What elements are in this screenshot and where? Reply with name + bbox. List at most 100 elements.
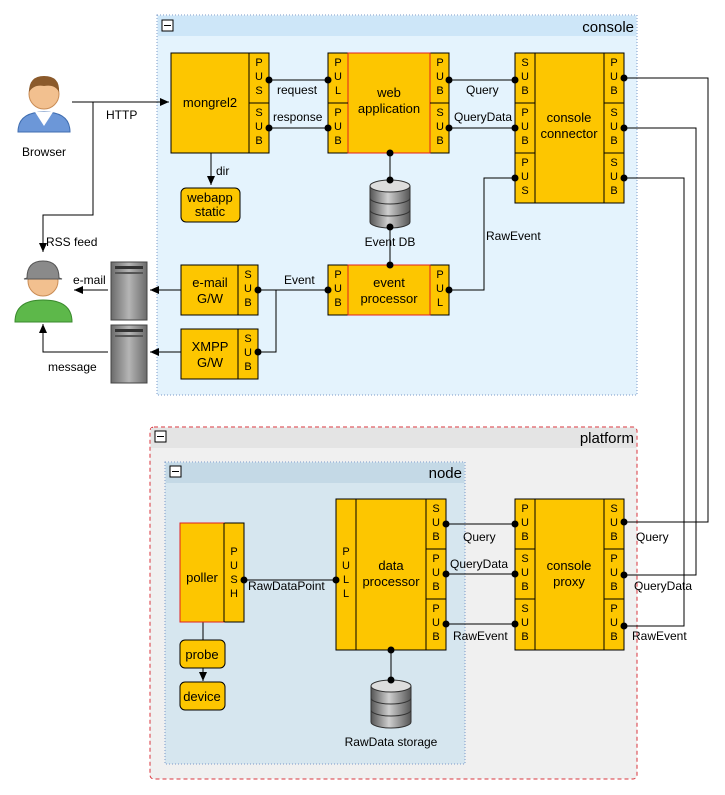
svg-text:U: U: [521, 171, 529, 183]
svg-text:S: S: [230, 574, 237, 586]
svg-text:U: U: [342, 560, 350, 572]
svg-text:P: P: [334, 107, 341, 119]
data-processor-label-line1: data: [378, 558, 404, 573]
svg-text:U: U: [610, 121, 618, 133]
svg-text:P: P: [610, 57, 617, 69]
svg-text:S: S: [255, 85, 262, 97]
browser-actor: Browser: [17, 76, 71, 159]
svg-text:S: S: [244, 333, 251, 345]
svg-text:S: S: [521, 603, 528, 615]
svg-text:S: S: [244, 269, 251, 281]
browser-label: Browser: [22, 145, 66, 159]
poller-label: poller: [186, 570, 218, 585]
svg-text:B: B: [244, 361, 251, 373]
mongrel2-component[interactable]: mongrel2 PUS SUB: [170, 52, 270, 154]
svg-text:S: S: [610, 503, 617, 515]
recipient-user-icon: [14, 299, 73, 323]
svg-text:U: U: [334, 121, 342, 133]
device-label: device: [183, 689, 221, 704]
svg-text:U: U: [610, 617, 618, 629]
email-server-icon: [110, 261, 148, 321]
svg-text:U: U: [255, 121, 263, 133]
rss-feed-label: RSS feed: [46, 235, 97, 249]
event-processor-label-line1: event: [373, 275, 405, 290]
svg-text:P: P: [432, 553, 439, 565]
console-connector-component[interactable]: console connector SUB PUB PUS PUB SUB SU…: [514, 52, 625, 204]
svg-text:B: B: [610, 85, 617, 97]
probe-label: probe: [185, 647, 218, 662]
webapp-static-label-line2: static: [195, 204, 226, 219]
event-processor-component[interactable]: event processor PUB PUL: [327, 264, 450, 316]
svg-text:L: L: [343, 574, 349, 586]
web-application-component[interactable]: web application PUL PUB PUB SUB: [327, 52, 450, 154]
svg-text:S: S: [521, 553, 528, 565]
console-proxy-label-line2: proxy: [553, 574, 585, 589]
dataproc-sub-port: SUB: [432, 503, 440, 543]
connector-sub-port-1: SUB: [521, 57, 529, 97]
rss-feed-edge: [39, 102, 94, 252]
svg-text:U: U: [436, 121, 444, 133]
svg-text:B: B: [432, 581, 439, 593]
svg-text:L: L: [335, 85, 341, 97]
webapp-static-label-line1: webapp: [186, 190, 233, 205]
svg-text:U: U: [610, 71, 618, 83]
svg-text:B: B: [432, 631, 439, 643]
svg-text:S: S: [436, 107, 443, 119]
console-proxy-component[interactable]: console proxy PUB SUB SUB SUB PUB PUB: [514, 498, 625, 651]
eventproc-pub-port: PUB: [334, 269, 342, 309]
svg-text:B: B: [521, 581, 528, 593]
eventproc-pul-port: PUL: [436, 269, 444, 309]
event-db-icon: [369, 179, 411, 229]
webapp-static-component[interactable]: webapp static: [180, 187, 241, 223]
svg-text:B: B: [610, 631, 617, 643]
querydata-label-proxy: QueryData: [634, 579, 692, 593]
xmpp-gw-label-line1: XMPP: [192, 339, 229, 354]
rawdatapoint-label: RawDataPoint: [248, 579, 325, 593]
connector-pus-port: PUS: [521, 157, 529, 197]
querydata-label-platform: QueryData: [450, 557, 508, 571]
xmpp-gw-sub-port: SUB: [244, 333, 252, 373]
svg-text:B: B: [610, 531, 617, 543]
probe-component[interactable]: probe: [179, 639, 226, 669]
data-processor-label-line2: processor: [362, 574, 420, 589]
email-gw-label-line1: e-mail: [192, 275, 228, 290]
mongrel2-sub-port: SUB: [255, 107, 263, 147]
request-label: request: [277, 83, 318, 97]
svg-text:L: L: [437, 297, 443, 309]
svg-text:B: B: [521, 631, 528, 643]
svg-text:P: P: [255, 57, 262, 69]
svg-text:U: U: [230, 560, 238, 572]
svg-text:H: H: [230, 588, 238, 600]
svg-text:U: U: [244, 283, 252, 295]
svg-text:B: B: [521, 135, 528, 147]
svg-text:P: P: [521, 157, 528, 169]
device-component[interactable]: device: [179, 681, 226, 711]
querydata-link-edge: [624, 127, 697, 576]
message-edge: [39, 324, 108, 353]
svg-text:B: B: [255, 135, 262, 147]
svg-text:U: U: [521, 617, 529, 629]
svg-text:P: P: [521, 107, 528, 119]
rawevent-label-platform: RawEvent: [453, 629, 508, 643]
rawevent-label-proxy: RawEvent: [632, 629, 687, 643]
event-xmpp-edge: [258, 290, 277, 353]
xmpp-gw-component[interactable]: XMPP G/W SUB: [180, 328, 259, 380]
connector-pub-port-2: PUB: [610, 57, 618, 97]
edge-labels: HTTP request response dir RSS feed e-mai…: [46, 83, 692, 749]
webapp-pub-port-left: PUB: [334, 107, 342, 147]
email-gw-component[interactable]: e-mail G/W SUB: [180, 264, 259, 316]
svg-text:B: B: [436, 135, 443, 147]
console-group-label: console: [582, 19, 634, 36]
svg-text:U: U: [610, 517, 618, 529]
svg-text:B: B: [436, 85, 443, 97]
svg-text:B: B: [610, 581, 617, 593]
svg-text:U: U: [432, 617, 440, 629]
query-label-platform: Query: [463, 530, 496, 544]
email-gw-label-line2: G/W: [197, 291, 224, 306]
svg-text:L: L: [343, 588, 349, 600]
svg-text:S: S: [521, 57, 528, 69]
webapp-sub-port: SUB: [436, 107, 444, 147]
proxy-pub-port-1: PUB: [521, 503, 529, 543]
